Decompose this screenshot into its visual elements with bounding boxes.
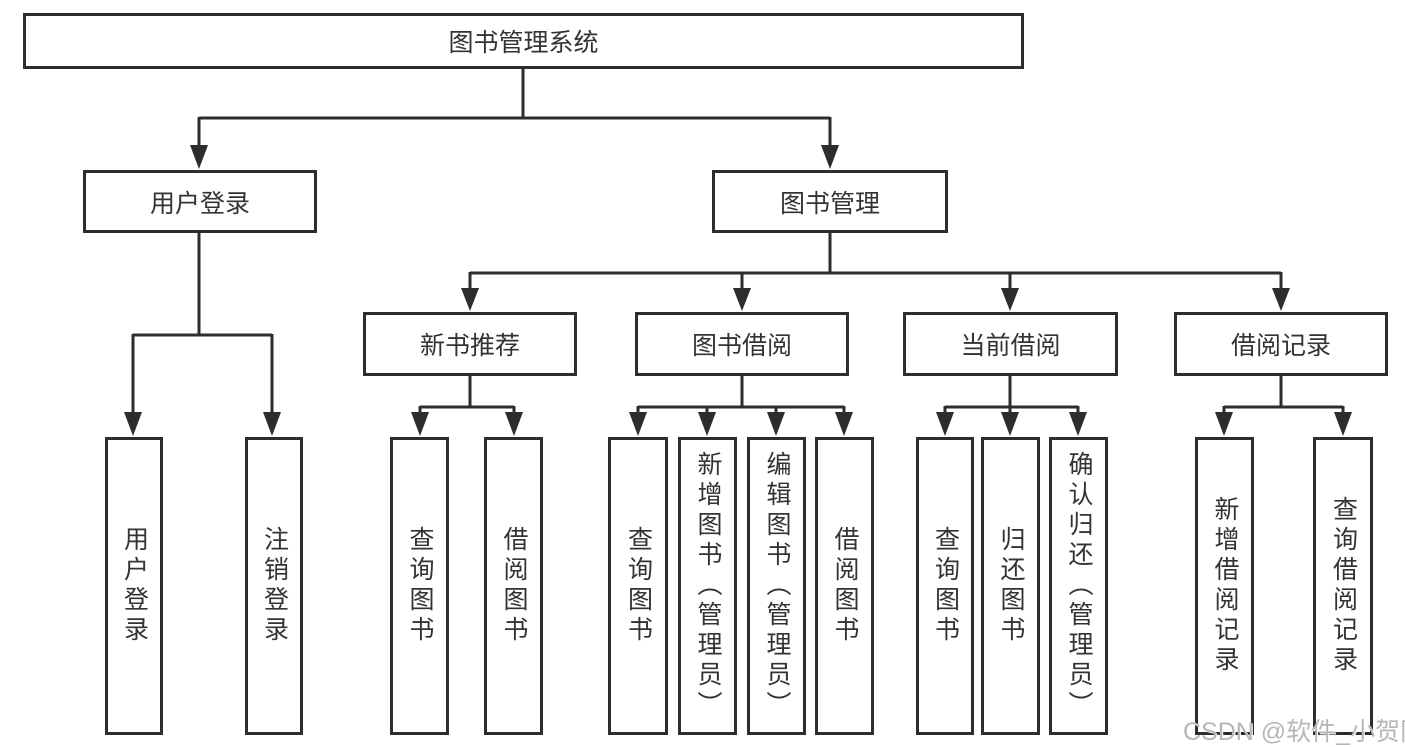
- node-label: 图书借阅: [691, 332, 792, 360]
- node-book-management: 图书管理: [712, 170, 948, 233]
- leaf-label: 查询图书: [624, 526, 653, 646]
- node-label: 用户登录: [149, 189, 250, 218]
- leaf-add-borrow-record: 新增借阅记录: [1195, 437, 1254, 735]
- leaf-query-books-borrowing: 查询图书: [608, 437, 668, 735]
- node-label: 图书管理系统: [448, 29, 599, 57]
- node-borrowing-records: 借阅记录: [1174, 312, 1388, 376]
- node-label: 借阅记录: [1230, 332, 1331, 360]
- leaf-label: 编辑图书（管理员）: [763, 451, 791, 721]
- leaf-confirm-return-admin: 确认归还（管理员）: [1049, 437, 1108, 735]
- leaf-label: 借阅图书: [500, 526, 528, 646]
- node-label: 当前借阅: [960, 332, 1061, 360]
- leaf-label: 用户登录: [120, 526, 149, 646]
- watermark: CSDN @软件_小贺同学: [1183, 718, 1405, 746]
- leaf-query-books-current: 查询图书: [916, 437, 974, 735]
- node-book-borrowing: 图书借阅: [635, 312, 849, 376]
- leaf-label: 查询图书: [406, 526, 434, 646]
- leaf-user-login: 用户登录: [105, 437, 163, 735]
- leaf-label: 借阅图书: [831, 526, 859, 646]
- node-label: 新书推荐: [419, 332, 520, 360]
- node-label: 图书管理: [779, 189, 880, 218]
- node-user-login: 用户登录: [83, 170, 317, 233]
- leaf-return-books: 归还图书: [981, 437, 1040, 735]
- leaf-label: 查询借阅记录: [1329, 496, 1358, 676]
- node-new-book-recommendation: 新书推荐: [363, 312, 577, 376]
- leaf-query-books-recommend: 查询图书: [390, 437, 449, 735]
- leaf-query-borrow-record: 查询借阅记录: [1313, 437, 1373, 735]
- leaf-borrow-books-borrowing: 借阅图书: [815, 437, 874, 735]
- leaf-label: 确认归还（管理员）: [1065, 451, 1093, 721]
- node-library-management-system: 图书管理系统: [23, 13, 1024, 69]
- leaf-label: 查询图书: [931, 526, 960, 646]
- arrowheads: [124, 145, 1352, 436]
- node-current-borrowing: 当前借阅: [903, 312, 1118, 376]
- leaf-logout: 注销登录: [245, 437, 303, 735]
- leaf-edit-books-admin: 编辑图书（管理员）: [747, 437, 806, 735]
- leaf-label: 新增借阅记录: [1211, 496, 1239, 676]
- leaf-label: 归还图书: [997, 526, 1025, 646]
- leaf-add-books-admin: 新增图书（管理员）: [678, 437, 737, 735]
- leaf-label: 注销登录: [260, 526, 289, 646]
- leaf-borrow-books-recommend: 借阅图书: [484, 437, 543, 735]
- leaf-label: 新增图书（管理员）: [694, 451, 722, 721]
